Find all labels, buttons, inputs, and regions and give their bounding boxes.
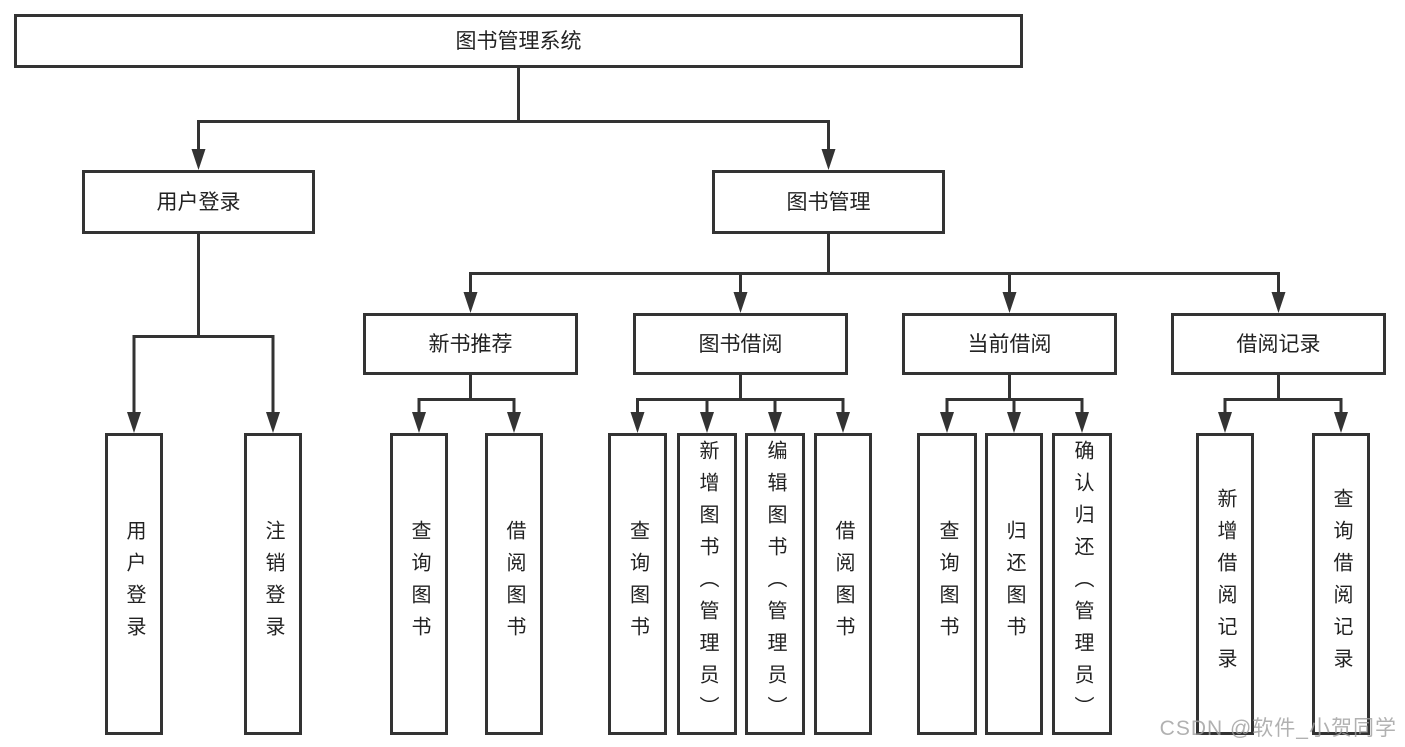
arrowhead-down-icon: [630, 412, 645, 433]
connector-user-login-to-leaves: [127, 233, 280, 433]
arrowhead-down-icon: [1007, 412, 1021, 433]
leaf-record-query-borrow-record: 查询借阅记录: [1312, 433, 1370, 735]
arrowhead-down-icon: [1075, 412, 1089, 433]
connector-book-management-to-level3: [463, 233, 1286, 313]
node-book-borrow: 图书借阅: [633, 313, 848, 375]
arrowhead-down-icon: [191, 149, 206, 170]
arrowhead-down-icon: [1271, 292, 1286, 313]
leaf-borrow-add-books-admin: 新增图书（管理员）: [677, 433, 737, 735]
leaf-logout: 注销登录: [244, 433, 302, 735]
leaf-current-query-books: 查询图书: [917, 433, 977, 735]
leaf-current-return-books: 归还图书: [985, 433, 1043, 735]
csdn-watermark: CSDN @软件_小贺同学: [1159, 717, 1397, 740]
arrowhead-down-icon: [507, 412, 521, 433]
connector-record-to-leaves: [1218, 375, 1348, 433]
arrowhead-down-icon: [768, 412, 782, 433]
node-user-login: 用户登录: [82, 170, 315, 234]
node-root: 图书管理系统: [14, 14, 1023, 68]
leaf-borrow-query-books: 查询图书: [608, 433, 667, 735]
leaf-current-confirm-return-admin: 确认归还（管理员）: [1052, 433, 1112, 735]
node-borrow-records: 借阅记录: [1171, 313, 1386, 375]
arrowhead-down-icon: [821, 149, 836, 170]
connector-current-to-leaves: [940, 375, 1089, 433]
arrowhead-down-icon: [463, 292, 478, 313]
arrowhead-down-icon: [1002, 292, 1017, 313]
arrowhead-down-icon: [127, 412, 141, 433]
arrowhead-down-icon: [1218, 412, 1232, 433]
arrowhead-down-icon: [940, 412, 954, 433]
leaf-record-add-borrow-record: 新增借阅记录: [1196, 433, 1254, 735]
leaf-borrow-edit-books-admin: 编辑图书（管理员）: [745, 433, 805, 735]
connector-newbook-to-leaves: [412, 375, 521, 433]
arrowhead-down-icon: [836, 412, 850, 433]
connector-borrow-to-leaves: [630, 375, 850, 433]
node-book-management: 图书管理: [712, 170, 945, 234]
arrowhead-down-icon: [412, 412, 426, 433]
node-current-borrow: 当前借阅: [902, 313, 1117, 375]
arrowhead-down-icon: [733, 292, 748, 313]
leaf-user-login: 用户登录: [105, 433, 163, 735]
leaf-borrow-borrow-books: 借阅图书: [814, 433, 872, 735]
node-new-book-recommend: 新书推荐: [363, 313, 578, 375]
arrowhead-down-icon: [700, 412, 714, 433]
connector-root-to-level2: [191, 68, 836, 170]
leaf-newbook-borrow-books: 借阅图书: [485, 433, 543, 735]
arrowhead-down-icon: [266, 412, 280, 433]
arrowhead-down-icon: [1334, 412, 1348, 433]
leaf-newbook-query-books: 查询图书: [390, 433, 448, 735]
